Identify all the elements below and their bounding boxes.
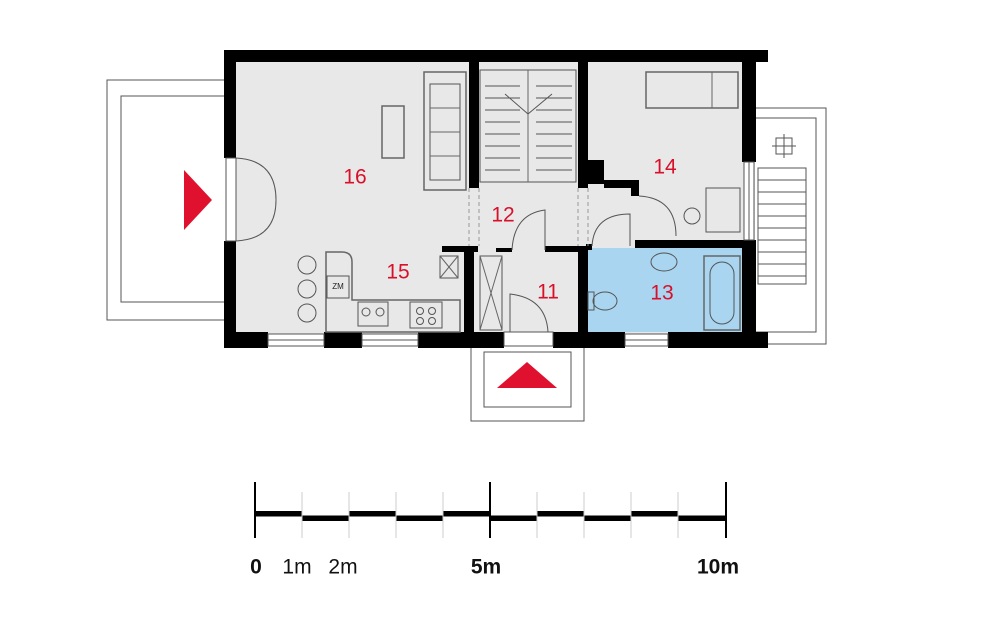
scale-bar: [254, 482, 727, 538]
staircase: [479, 69, 577, 183]
room-number-12: 12: [491, 204, 514, 227]
dining-stools: [297, 255, 317, 323]
room-number-14: 14: [653, 156, 677, 179]
windows: [267, 161, 755, 347]
exterior-side-stairs: [757, 134, 807, 285]
kitchen-counter: [325, 251, 461, 333]
main-entrance-arrow: [497, 362, 557, 388]
entrance-door: [503, 293, 554, 347]
toilet: [587, 291, 618, 311]
desk-with-chair: [683, 187, 741, 233]
sofa: [423, 71, 467, 191]
terrace-double-door: [225, 157, 277, 242]
right-stair-landing: [753, 107, 827, 345]
room-openings: [468, 188, 589, 246]
bathtub: [703, 255, 741, 331]
bathroom-floor: [587, 248, 742, 332]
interior-doors: [511, 195, 677, 251]
room-number-15: 15: [386, 261, 409, 284]
scale-label-2m: 2m: [328, 556, 357, 579]
scale-label-1m: 1m: [282, 556, 311, 579]
fridge-label: ZM: [332, 282, 344, 291]
floor-areas: [236, 61, 755, 334]
washbasin: [650, 252, 678, 272]
room-number-16: 16: [343, 166, 366, 189]
room-number-13: 13: [650, 282, 673, 305]
room-number-11: 11: [537, 281, 559, 304]
hall-wardrobe: [479, 255, 503, 331]
walls: [224, 50, 768, 348]
scale-label-5m: 5m: [471, 556, 501, 579]
scale-label-0: 0: [250, 556, 262, 579]
coffee-table: [381, 105, 405, 159]
bed: [645, 71, 739, 109]
terrace-entrance-arrow: [184, 170, 212, 230]
scale-label-10m: 10m: [697, 556, 739, 579]
